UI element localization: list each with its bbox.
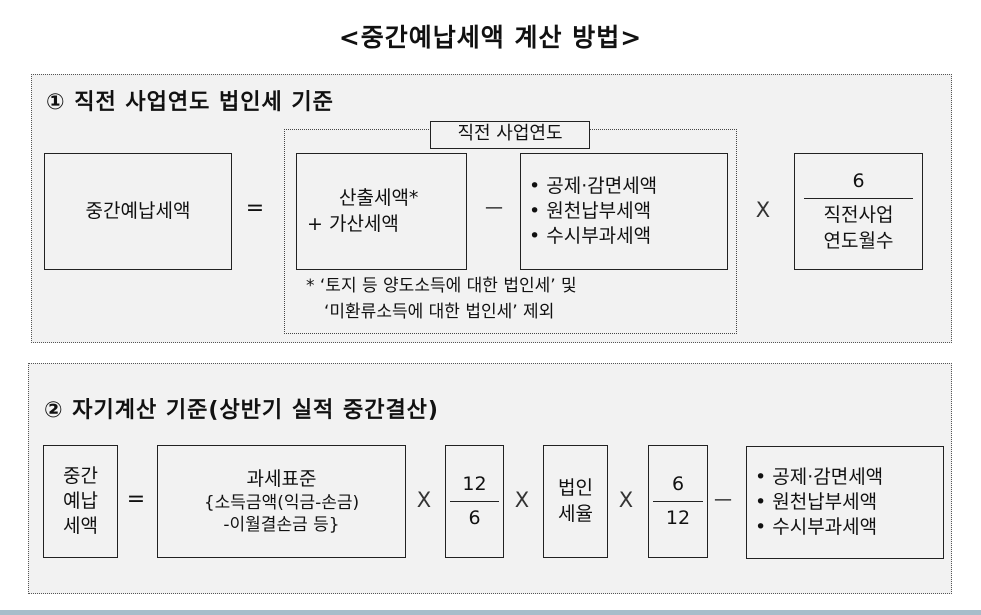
fraction1-numerator: 12 [462,472,487,495]
tax-base-title: 과세표준 [246,467,317,490]
section2-equals: = [126,487,146,512]
section2-times-1: X [416,488,432,512]
section1-result-label: 중간예납세액 [85,199,191,222]
footnote-line1: * ‘토지 등 양도소득에 대한 법인세’ 및 [306,276,577,296]
fraction2-numerator: 6 [671,472,685,495]
section2-minus: — [714,489,732,510]
result-line: 세액 [63,515,98,538]
tax-rate-line: 세율 [558,502,593,525]
section2-result-box: 중간 예납 세액 [43,445,118,558]
tax-base-line2: {소득금액(익금-손금) [203,492,360,513]
deduction-item: • 수시부과세액 [755,516,878,539]
computed-tax-box: 산출세액* + 가산세액 [296,153,467,270]
result-line: 중간 [63,464,98,487]
section2-times-3: X [618,488,634,512]
fraction1-denominator: 6 [468,507,481,529]
month-ratio-box: 6 직전사업 연도월수 [794,153,923,270]
tax-base-box: 과세표준 {소득금액(익금-손금) -이월결손금 등} [157,445,406,558]
tax-rate-box: 법인 세율 [543,445,608,558]
previous-year-label: 직전 사업연도 [430,121,590,149]
tax-rate-line: 법인 [558,477,593,500]
section2-deductions-box: • 공제·감면세액 • 원천납부세액 • 수시부과세액 [746,446,944,559]
section1-heading: ① 직전 사업연도 법인세 기준 [46,90,334,115]
deduction-item: • 공제·감면세액 [529,174,658,197]
deduction-item: • 공제·감면세액 [755,465,884,488]
ratio-denominator-line2: 연도월수 [823,229,894,252]
bottom-divider [0,610,981,615]
fraction-line [653,501,703,502]
ratio-numerator: 6 [852,170,865,193]
computed-tax-line: 산출세액* [339,187,419,210]
page-title: <중간예납세액 계산 방법> [338,23,643,52]
deduction-item: • 수시부과세액 [529,225,652,248]
penalty-tax-line: + 가산세액 [307,212,399,235]
section2-times-2: X [514,488,530,512]
section1-times: X [755,198,771,222]
result-line: 예납 [63,489,98,512]
half-year-fraction-box: 6 12 [648,445,708,558]
annualize-fraction-box: 12 6 [445,445,504,558]
fraction-line [449,501,499,502]
footnote-line2: ‘미환류소득에 대한 법인세’ 제외 [324,302,555,323]
section2-heading: ② 자기계산 기준(상반기 실적 중간결산) [44,398,439,423]
fraction-line [803,198,914,200]
tax-base-line3: -이월결손금 등} [223,515,340,536]
section1-equals: = [245,196,265,221]
footnote: * ‘토지 등 양도소득에 대한 법인세’ 및 ‘미환류소득에 대한 법인세’ … [306,273,577,326]
deduction-item: • 원천납부세액 [755,490,878,513]
section1-minus: — [485,197,503,218]
section1-result-box: 중간예납세액 [44,153,232,270]
deduction-item: • 원천납부세액 [529,199,652,222]
ratio-denominator-line1: 직전사업 [823,204,894,227]
fraction2-denominator: 12 [665,507,691,529]
section1-deductions-box: • 공제·감면세액 • 원천납부세액 • 수시부과세액 [520,153,728,270]
